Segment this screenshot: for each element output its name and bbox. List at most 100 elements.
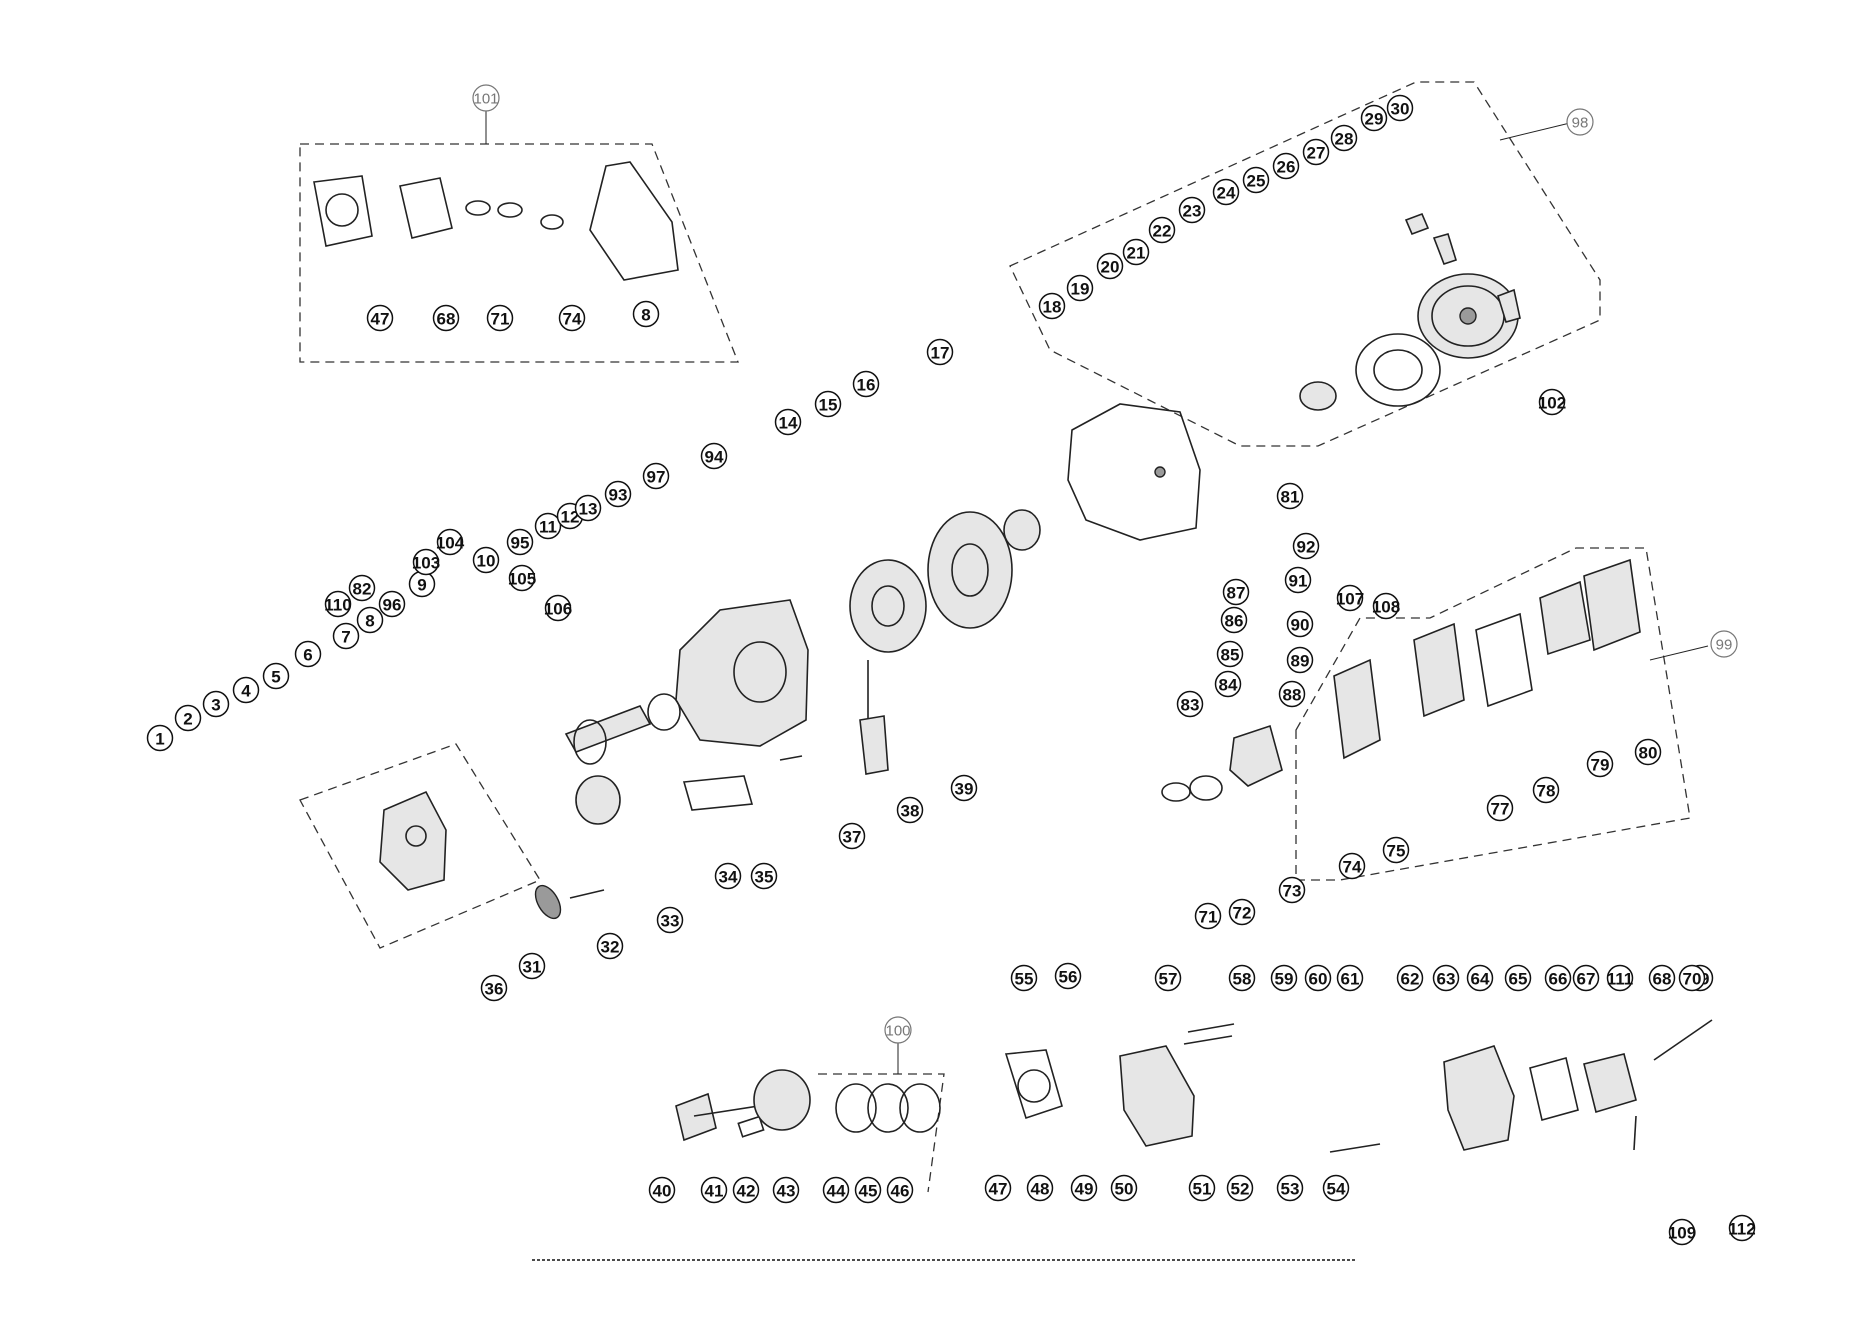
part-callout-18-label: 18 <box>1043 298 1062 317</box>
crankshaft <box>564 705 652 765</box>
camshaft-gear <box>575 775 621 825</box>
part-callout-110: 110 <box>324 590 352 618</box>
misc-parts <box>534 755 803 920</box>
part-callout-47: 47 <box>984 1174 1012 1202</box>
part-callout-108: 108 <box>1372 592 1400 620</box>
part-callout-66-label: 66 <box>1549 970 1568 989</box>
part-callout-16: 16 <box>852 370 880 398</box>
part-callout-31-label: 31 <box>523 958 542 977</box>
part-callout-71-label: 71 <box>491 310 510 329</box>
part-callout-3-label: 3 <box>211 696 220 715</box>
part-callout-66: 66 <box>1544 964 1572 992</box>
part-callout-68: 68 <box>432 304 460 332</box>
part-callout-47-label: 47 <box>371 310 390 329</box>
part-callout-104: 104 <box>436 528 465 556</box>
part-callout-97-label: 97 <box>647 468 666 487</box>
part-callout-79-label: 79 <box>1591 756 1610 775</box>
gasket-kit-parts <box>313 161 679 281</box>
part-callout-88: 88 <box>1278 680 1306 708</box>
part-callout-110-label: 110 <box>324 596 351 615</box>
part-callout-41: 41 <box>700 1176 728 1204</box>
kit-100-boundary <box>818 1042 945 1193</box>
part-callout-71: 71 <box>486 304 514 332</box>
part-callout-23: 23 <box>1178 196 1206 224</box>
part-callout-18: 18 <box>1038 292 1066 320</box>
part-callout-68-label: 68 <box>437 310 456 329</box>
part-callout-15: 15 <box>814 390 842 418</box>
part-callout-30: 30 <box>1386 94 1414 122</box>
air-filter-assembly <box>1333 558 1641 760</box>
part-callout-5-label: 5 <box>271 668 280 687</box>
part-callout-61: 61 <box>1336 964 1364 992</box>
part-callout-26: 26 <box>1272 152 1300 180</box>
part-callout-7-label: 7 <box>341 628 350 647</box>
part-callout-8-label: 8 <box>365 612 374 631</box>
part-callout-36-label: 36 <box>485 980 504 999</box>
part-callout-72-label: 72 <box>1233 904 1252 923</box>
part-callout-107-label: 107 <box>1336 590 1364 609</box>
part-callout-34-label: 34 <box>719 868 738 887</box>
part-callout-84-label: 84 <box>1219 676 1238 695</box>
part-callout-78-label: 78 <box>1537 782 1556 801</box>
part-callout-29: 29 <box>1360 104 1388 132</box>
part-callout-91: 91 <box>1284 566 1312 594</box>
part-callout-97: 97 <box>642 462 670 490</box>
part-callout-32: 32 <box>596 932 624 960</box>
part-callout-11-label: 11 <box>539 518 557 537</box>
part-callout-46: 46 <box>886 1176 914 1204</box>
part-callout-74: 74 <box>558 304 586 332</box>
part-callout-56-label: 56 <box>1059 968 1078 987</box>
part-callout-60-label: 60 <box>1309 970 1328 989</box>
stator-coil <box>849 559 927 653</box>
part-callout-84: 84 <box>1214 670 1242 698</box>
part-callout-21-label: 21 <box>1127 244 1146 263</box>
part-callout-67-label: 67 <box>1577 970 1596 989</box>
part-callout-103-label: 103 <box>412 554 440 573</box>
part-callout-40-label: 40 <box>653 1182 672 1201</box>
part-callout-27-label: 27 <box>1307 144 1326 163</box>
part-callout-85-label: 85 <box>1221 646 1240 665</box>
engine-block <box>647 599 809 747</box>
part-callout-108-label: 108 <box>1372 598 1400 617</box>
part-callout-59: 59 <box>1270 964 1298 992</box>
part-callout-64-label: 64 <box>1471 970 1490 989</box>
part-callout-25-label: 25 <box>1247 172 1266 191</box>
part-callout-42: 42 <box>732 1176 760 1204</box>
part-callout-21: 21 <box>1122 238 1150 266</box>
part-callout-70-label: 70 <box>1683 970 1702 989</box>
part-callout-90-label: 90 <box>1291 616 1310 635</box>
part-callout-5: 5 <box>262 662 290 690</box>
part-callout-81-label: 81 <box>1281 488 1300 507</box>
part-callout-39: 39 <box>950 774 978 802</box>
part-callout-53: 53 <box>1276 1174 1304 1202</box>
part-callout-45-label: 45 <box>859 1182 878 1201</box>
part-callout-39-label: 39 <box>955 780 974 799</box>
part-callout-33-label: 33 <box>661 912 680 931</box>
part-callout-106: 106 <box>544 594 572 622</box>
kit-callout-98: 98 <box>1566 108 1594 136</box>
part-callout-65-label: 65 <box>1509 970 1528 989</box>
part-callout-57-label: 57 <box>1159 970 1178 989</box>
part-callout-95-label: 95 <box>511 534 530 553</box>
part-callout-25: 25 <box>1242 166 1270 194</box>
part-callout-45: 45 <box>854 1176 882 1204</box>
part-callout-81: 81 <box>1276 482 1304 510</box>
kit-101-boundary <box>299 110 739 363</box>
part-callout-86-label: 86 <box>1225 612 1244 631</box>
part-callout-40: 40 <box>648 1176 676 1204</box>
part-callout-77-label: 77 <box>1491 800 1510 819</box>
part-callout-14-label: 14 <box>779 414 798 433</box>
part-callout-56: 56 <box>1054 962 1082 990</box>
part-callout-49: 49 <box>1070 1174 1098 1202</box>
part-callout-78: 78 <box>1532 776 1560 804</box>
part-callout-102: 102 <box>1538 388 1566 416</box>
kit-callout-99: 99 <box>1710 630 1738 658</box>
part-callout-9: 9 <box>408 570 436 598</box>
part-callout-12-label: 12 <box>561 508 580 527</box>
part-callout-70: 70 <box>1678 964 1706 992</box>
part-callout-86: 86 <box>1220 606 1248 634</box>
part-callout-22: 22 <box>1148 216 1176 244</box>
part-callout-19: 19 <box>1066 274 1094 302</box>
piston-kit-parts <box>675 1069 941 1142</box>
part-callout-92: 92 <box>1292 532 1320 560</box>
